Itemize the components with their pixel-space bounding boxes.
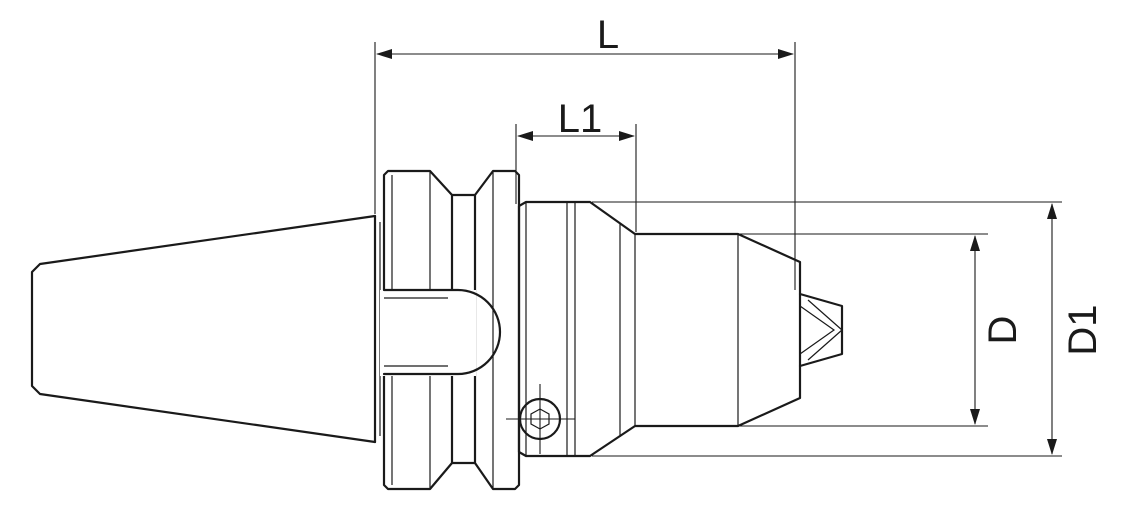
drive-key-slot: [380, 288, 502, 376]
dimension-l1: L1: [515, 97, 637, 232]
chuck-jaws: [798, 292, 844, 368]
taper-shank: [30, 214, 381, 444]
dimension-d: D: [740, 233, 1025, 427]
dimension-l-label: L: [597, 13, 619, 57]
hex-screw-icon: [506, 384, 575, 454]
dimension-d-label: D: [981, 316, 1025, 345]
dimension-d1: D1: [592, 201, 1105, 457]
chuck-body: [517, 200, 802, 458]
dimension-l: L: [374, 13, 796, 290]
dimension-d1-label: D1: [1061, 304, 1105, 355]
dimension-l1-label: L1: [558, 97, 603, 141]
